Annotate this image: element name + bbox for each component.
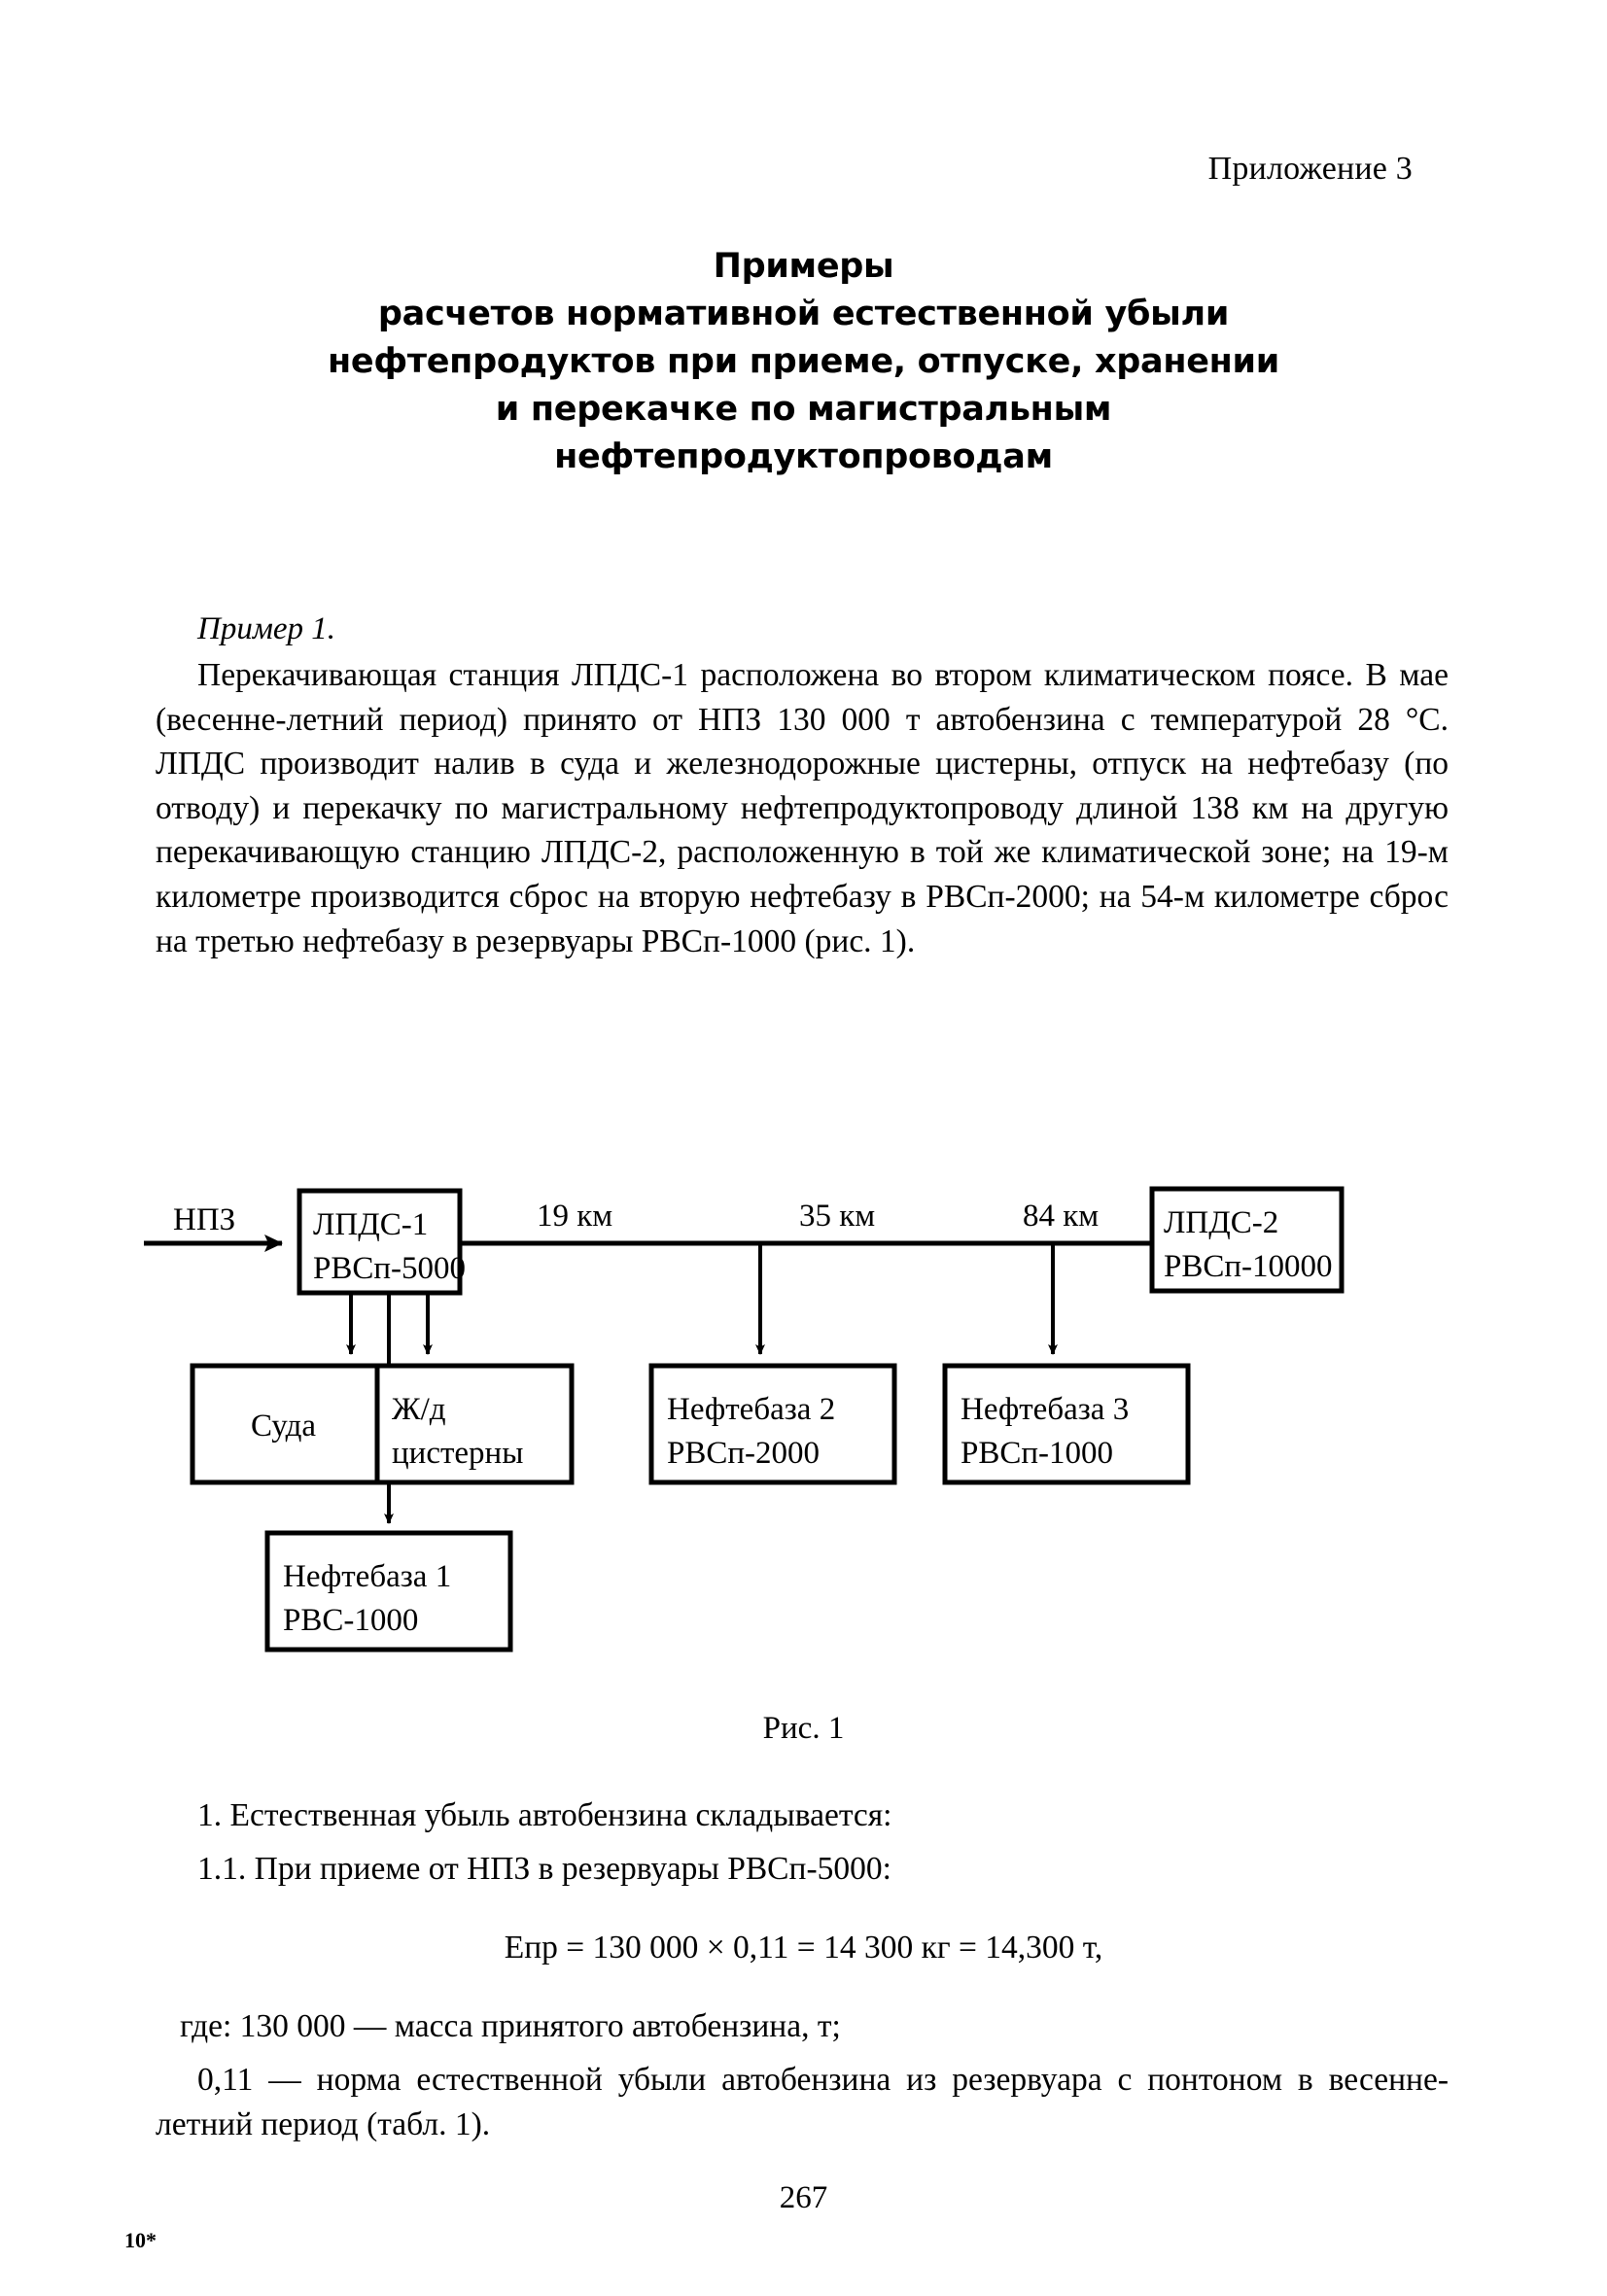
node-oil-depot-3-line-1: Нефтебаза 3 [961,1392,1129,1427]
node-oil-depot-2-line-1: Нефтебаза 2 [667,1392,835,1427]
node-ships: Суда [190,1363,404,1485]
node-rail-tanks: Ж/д цистерны [374,1363,575,1485]
node-lpds-2-line-2: РВСп-10000 [1164,1249,1333,1284]
node-lpds-1: ЛПДС-1 РВСп-5000 [297,1188,466,1296]
list-item-1: 1. Естественная убыль автобензина склады… [197,1797,892,1833]
distance-label-84km: 84 км [1023,1199,1099,1234]
title-line-3: нефтепродуктов при приеме, отпуске, хран… [328,342,1279,381]
example-label: Пример 1. [197,611,336,646]
figure-block-diagram: НПЗ 19 км 35 км 84 км ЛПДС-1 РВСп-5000 Л… [0,1181,1607,1667]
node-rail-tanks-line-2: цистерны [392,1436,523,1471]
node-oil-depot-3-line-2: РВСп-1000 [961,1436,1113,1471]
formula-epr: Епр = 130 000 × 0,11 = 14 300 кг = 14,30… [504,1930,1103,1966]
distance-label-35km: 35 км [799,1199,875,1234]
node-oil-depot-1-line-2: РВС-1000 [283,1603,418,1638]
distance-label-19km: 19 км [537,1199,612,1234]
title-line-4: и перекачке по магистральным [495,390,1112,429]
document-title: Примеры расчетов нормативной естественно… [0,243,1607,481]
node-oil-depot-2: Нефтебаза 2 РВСп-2000 [648,1363,897,1485]
node-rail-tanks-line-1: Ж/д [392,1392,446,1427]
node-lpds-1-line-2: РВСп-5000 [313,1251,466,1286]
list-item-1-1: 1.1. При приеме от НПЗ в резервуары РВСп… [197,1851,891,1887]
node-oil-depot-3: Нефтебаза 3 РВСп-1000 [942,1363,1191,1485]
page-number: 267 [779,2180,828,2215]
title-line-1: Примеры [713,247,894,286]
where-clause-norm: 0,11 — норма естественной убыли автобенз… [156,2058,1449,2146]
node-oil-depot-1-line-1: Нефтебаза 1 [283,1559,451,1594]
source-label: НПЗ [173,1202,235,1237]
title-line-2: расчетов нормативной естественной убыли [377,295,1230,333]
where-clause-mass: где: 130 000 — масса принятого автобензи… [180,2008,841,2044]
node-lpds-1-line-1: ЛПДС-1 [313,1207,428,1242]
node-lpds-2: ЛПДС-2 РВСп-10000 [1149,1186,1345,1294]
node-ships-label: Суда [251,1409,316,1444]
where-clause-norm-text: 0,11 — норма естественной убыли автобенз… [156,2062,1449,2142]
paragraph-text: Перекачивающая станция ЛПДС-1 расположен… [156,657,1449,959]
node-oil-depot-2-line-2: РВСп-2000 [667,1436,820,1471]
title-line-5: нефтепродуктопроводам [554,437,1053,476]
node-lpds-2-line-1: ЛПДС-2 [1164,1205,1278,1240]
signature-mark: 10* [124,2228,157,2252]
node-oil-depot-1: Нефтебаза 1 РВС-1000 [264,1530,513,1652]
example-paragraph: Перекачивающая станция ЛПДС-1 расположен… [156,653,1449,963]
figure-caption: Рис. 1 [762,1711,845,1746]
appendix-heading: Приложение 3 [1207,151,1413,187]
